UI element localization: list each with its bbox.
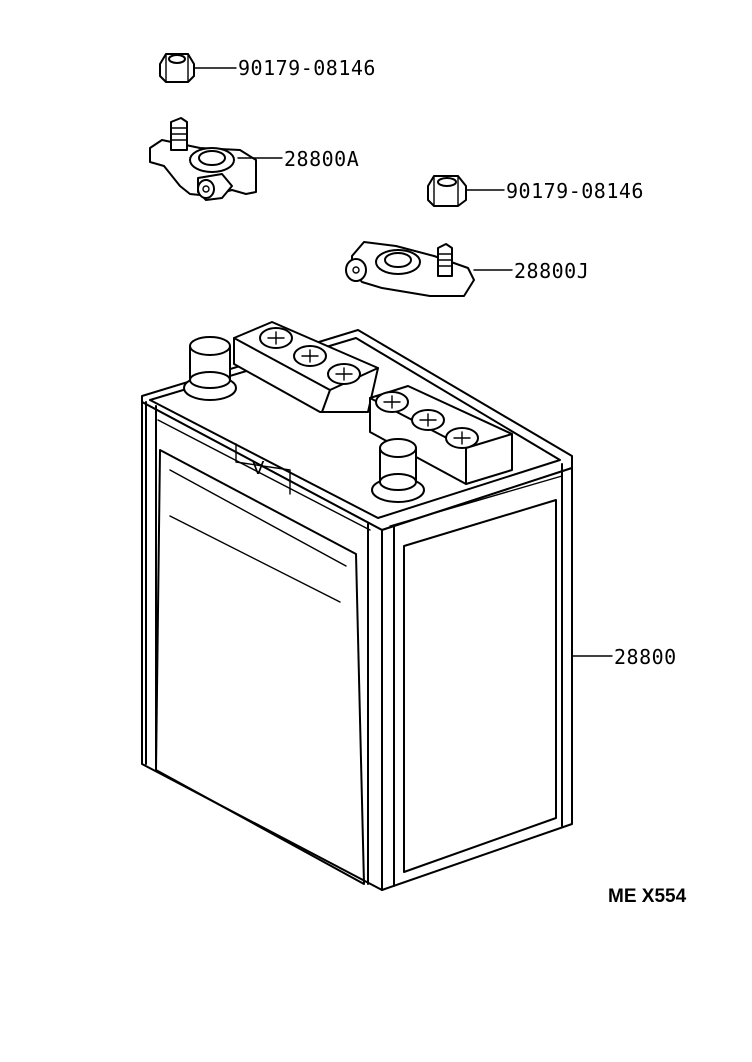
- battery-terminal-icon: [345, 241, 475, 297]
- part-number-terminal-j: 28800J: [514, 259, 589, 283]
- battery-post-icon: [371, 438, 425, 503]
- part-number-nut-1: 90179-08146: [238, 56, 376, 80]
- part-number-terminal-a: 28800A: [284, 147, 359, 171]
- illustration-code: ME X554: [608, 886, 687, 907]
- battery-icon: V: [141, 329, 573, 891]
- part-number-battery: 28800: [614, 645, 677, 669]
- vent-cap-strip: [369, 385, 513, 485]
- battery-terminal-icon: [149, 117, 257, 201]
- nut-icon: [159, 53, 195, 83]
- part-number-nut-2: 90179-08146: [506, 179, 644, 203]
- nut-icon: [427, 175, 467, 207]
- svg-text:V: V: [252, 458, 265, 479]
- battery-post-icon: [183, 336, 237, 401]
- vent-cap-strip: [233, 321, 379, 413]
